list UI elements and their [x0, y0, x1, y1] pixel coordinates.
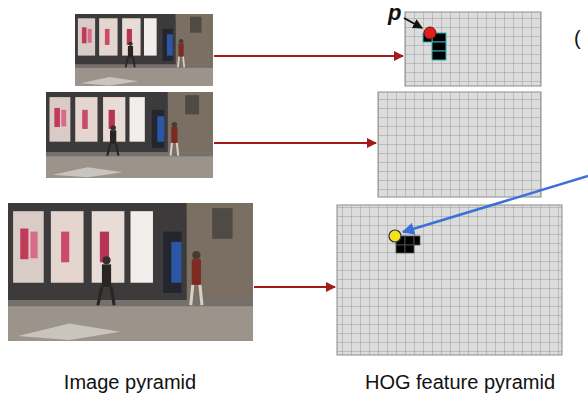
anchor-dot — [424, 27, 436, 39]
cut-label: ( — [574, 26, 581, 50]
pointer-arrow — [403, 176, 588, 232]
level-arrow — [214, 142, 376, 144]
street-photo — [46, 92, 213, 178]
street-photo — [75, 14, 213, 86]
caption-label: HOG feature pyramid — [365, 370, 555, 394]
street-photo — [8, 203, 253, 341]
feature-grid — [405, 12, 541, 86]
part-dot — [389, 230, 401, 242]
level-arrow — [254, 286, 335, 288]
pointer-arrow — [404, 18, 422, 28]
level-arrow — [214, 55, 403, 57]
feature-grid — [378, 92, 541, 197]
point-label: p — [388, 0, 401, 26]
caption-label: Image pyramid — [64, 370, 196, 394]
feature-grid — [337, 205, 562, 355]
